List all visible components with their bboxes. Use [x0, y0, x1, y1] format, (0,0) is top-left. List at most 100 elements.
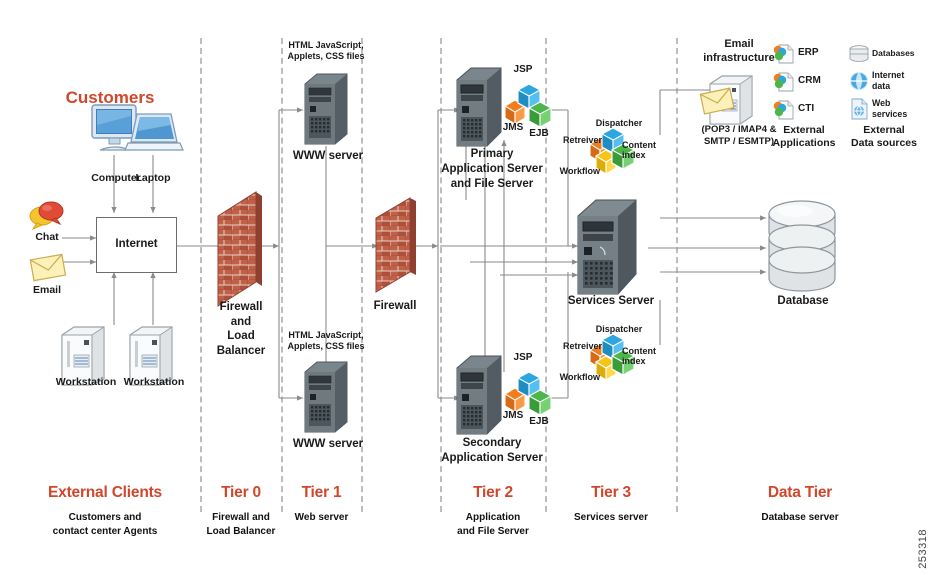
cube-label-dispatcher: Dispatcher: [595, 118, 643, 128]
firewall-load-balancer-icon: [216, 190, 264, 308]
external-data-sources-title: External Data sources: [838, 124, 930, 150]
ext-apps-l2: Applications: [772, 137, 836, 150]
tier1-top-caption: HTML JavaScript, Applets, CSS files: [278, 40, 374, 62]
www-server-bottom-label: WWW server: [292, 438, 364, 450]
footer-title-4: Tier 3: [591, 484, 631, 501]
laptop-label: Laptop: [135, 172, 171, 184]
footer-title-0: External Clients: [48, 484, 162, 501]
source-internet-l2: data: [872, 80, 891, 91]
fw-lb-line-4: Balancer: [216, 345, 266, 358]
cube-label-ejb-secondary: EJB: [529, 416, 549, 427]
primary-app-cubes: [503, 80, 555, 134]
tier3-bottom-cubes: [588, 333, 644, 382]
content-index-bottom-l1: Content: [622, 346, 656, 356]
external-source-webservices-label: Web services: [872, 98, 928, 119]
content-index-bottom-l2: index: [622, 356, 646, 367]
email-infrastructure-protocols: (POP3 / IMAP4 & SMTP / ESMTP): [676, 124, 802, 148]
footer-sub-4-l1: Services server: [574, 512, 648, 523]
email-infra-title-l1: Email: [724, 38, 754, 50]
tier1-bottom-caption: HTML JavaScript, Applets, CSS files: [278, 330, 374, 352]
cube-label-jms: JMS: [502, 122, 524, 133]
footer-tier-0: Tier 0 Firewall and Load Balancer: [201, 484, 281, 538]
customers-heading: Customers: [65, 88, 155, 107]
external-app-erp-label: ERP: [798, 47, 819, 58]
footer-title-2: Tier 1: [301, 484, 342, 501]
firewall-load-balancer-label: Firewall and Load Balancer: [196, 300, 286, 359]
workstation-2-icon: [128, 325, 176, 387]
email-infra-title-l2: infrastructure: [703, 51, 775, 64]
tier3-top-cubes: [588, 127, 644, 176]
external-app-cti-label: CTI: [798, 103, 815, 114]
email-label: Email: [32, 284, 61, 296]
secondary-app-server-icon: [455, 354, 503, 436]
ext-apps-l1: External: [783, 124, 825, 136]
tier-divider-2: [361, 38, 363, 512]
email-infrastructure-icon: [699, 74, 758, 126]
footer-sub-0-l2: contact center Agents: [52, 525, 158, 537]
tier-divider-5: [676, 38, 678, 512]
workstation-2-label: Workstation: [123, 376, 185, 388]
www-server-top-icon: [303, 72, 349, 146]
footer-sub-1-l2: Load Balancer: [206, 525, 276, 537]
primary-app-l3: and File Server: [450, 177, 534, 190]
footer-title-3: Tier 2: [473, 484, 513, 501]
tier-divider-1: [281, 38, 283, 512]
external-app-cti: [772, 100, 794, 120]
tier-divider-0: [200, 38, 202, 512]
workstation-1-icon: [60, 325, 108, 387]
services-server-label: Services Server: [567, 295, 655, 307]
database-label: Database: [777, 295, 829, 307]
cube-label-workflow: Workflow: [559, 166, 600, 176]
footer-title-1: Tier 0: [221, 484, 261, 501]
primary-app-l2: Application Server: [441, 162, 543, 175]
cube-label-content-index-bottom: Content index: [622, 346, 664, 367]
secondary-app-server-label: Secondary Application Server: [431, 436, 553, 466]
footer-sub-5-l1: Database server: [761, 512, 839, 523]
tier1-top-caption-l1: HTML JavaScript,: [288, 40, 364, 50]
www-server-bottom-icon: [303, 360, 349, 434]
external-source-databases-icon: [848, 44, 870, 64]
chat-icon: [28, 200, 66, 231]
fw-lb-line-3: Load: [227, 330, 255, 343]
email-infrastructure-title: Email infrastructure: [683, 38, 795, 66]
content-index-l1: Content: [622, 140, 656, 150]
fw-lb-line-1: Firewall: [219, 301, 263, 313]
computer-icon: [88, 103, 142, 153]
footer-sub-3-l1: Application: [465, 512, 521, 523]
tier1-bottom-caption-l2: Applets, CSS files: [287, 340, 365, 351]
external-source-databases-label: Databases: [872, 48, 915, 58]
external-app-crm: [772, 72, 794, 92]
email-proto-l2: SMTP / ESMTP): [703, 135, 775, 147]
cube-label-dispatcher-bottom: Dispatcher: [595, 324, 643, 334]
footer-tier-3: Tier 3 Services server: [546, 484, 676, 525]
ext-sources-l2: Data sources: [851, 137, 917, 150]
source-web-l1: Web: [872, 98, 891, 108]
footer-tier-data: Data Tier Database server: [700, 484, 900, 525]
chat-label: Chat: [35, 231, 59, 243]
external-applications-title: External Applications: [762, 124, 846, 150]
cube-label-jsp: JSP: [513, 64, 533, 75]
fw-lb-line-2: and: [230, 315, 252, 328]
secondary-app-cubes: [503, 368, 555, 422]
primary-app-server-icon: [455, 66, 503, 148]
cube-label-ejb: EJB: [529, 128, 549, 139]
cube-label-workflow-bottom: Workflow: [559, 372, 600, 382]
footer-sub-1-l1: Firewall and: [212, 512, 270, 523]
tier1-bottom-caption-l1: HTML JavaScript,: [288, 330, 364, 340]
footer-sub-2-l1: Web server: [294, 512, 349, 523]
external-source-webservices-icon: [848, 98, 870, 120]
footer-sub-0-l1: Customers and: [68, 512, 142, 523]
www-server-top-label: WWW server: [292, 150, 364, 162]
firewall-label: Firewall: [373, 300, 417, 312]
cube-label-retreiver: Retreiver: [562, 135, 602, 145]
external-app-erp: [772, 44, 794, 64]
tier1-top-caption-l2: Applets, CSS files: [287, 50, 365, 61]
footer-sub-3-l2: and File Server: [457, 525, 529, 537]
external-app-crm-label: CRM: [798, 75, 821, 86]
primary-app-l1: Primary: [470, 148, 514, 160]
internet-box: Internet: [96, 217, 177, 273]
tier-divider-3: [440, 38, 442, 512]
workstation-1-label: Workstation: [55, 376, 117, 388]
cube-label-jsp-secondary: JSP: [513, 352, 533, 363]
